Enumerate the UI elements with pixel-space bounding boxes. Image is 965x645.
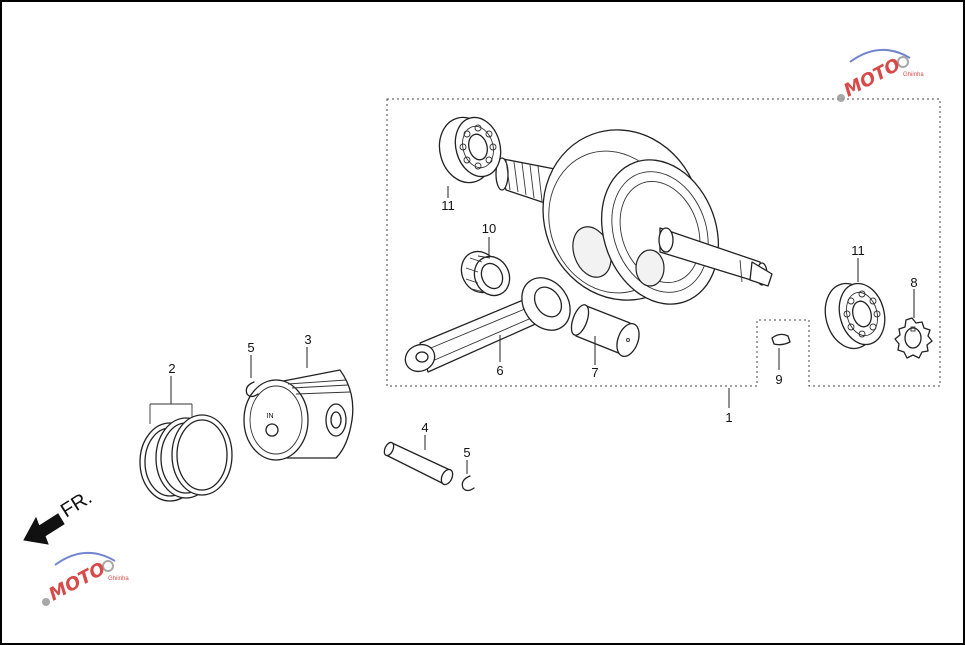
needle-bearing — [460, 250, 511, 297]
callout-5-lower: 5 — [463, 445, 470, 460]
gear-icon — [897, 56, 909, 68]
piston: IN — [243, 369, 354, 461]
ball-bearing-left — [438, 116, 502, 184]
crankshaft — [495, 129, 773, 305]
callout-2: 2 — [168, 361, 175, 376]
front-direction-indicator: FR. — [23, 487, 96, 545]
callout-6: 6 — [496, 363, 503, 378]
circlip-upper — [245, 381, 259, 398]
front-arrow-icon — [23, 513, 65, 545]
front-label: FR. — [57, 487, 96, 523]
watermark-tagline: Ghiinha — [108, 576, 129, 582]
callout-9: 9 — [775, 372, 782, 387]
callout-1: 1 — [725, 410, 732, 425]
gear-icon — [837, 94, 845, 102]
ball-bearing-right — [824, 282, 886, 350]
crankshaft-assembly-boundary — [386, 98, 941, 387]
callout-5-upper: 5 — [247, 340, 254, 355]
watermark-logo-top-right: MOTO Ghiinha — [837, 48, 924, 102]
crank-pin — [570, 304, 640, 357]
watermark-logo-text: MOTO — [45, 558, 109, 605]
callout-11-left: 11 — [441, 198, 455, 213]
watermark-logo-bottom-left: MOTO Ghiinha — [42, 551, 129, 606]
connecting-rod — [404, 277, 571, 373]
callout-4: 4 — [421, 420, 428, 435]
piston-intake-mark: IN — [267, 413, 274, 420]
woodruff-key — [771, 333, 791, 346]
callout-8: 8 — [910, 275, 917, 290]
leader-lines — [170, 186, 915, 474]
watermark-tagline: Ghiinha — [903, 72, 924, 78]
timing-sprocket — [894, 317, 933, 359]
gear-icon — [42, 598, 50, 606]
callout-7: 7 — [591, 365, 598, 380]
circlip-lower — [461, 475, 475, 492]
callout-11-right: 11 — [851, 243, 865, 258]
callout-10: 10 — [482, 221, 496, 236]
gear-icon — [102, 560, 114, 572]
piston-rings — [139, 403, 233, 502]
callout-3: 3 — [304, 332, 311, 347]
wrist-pin — [383, 441, 454, 486]
